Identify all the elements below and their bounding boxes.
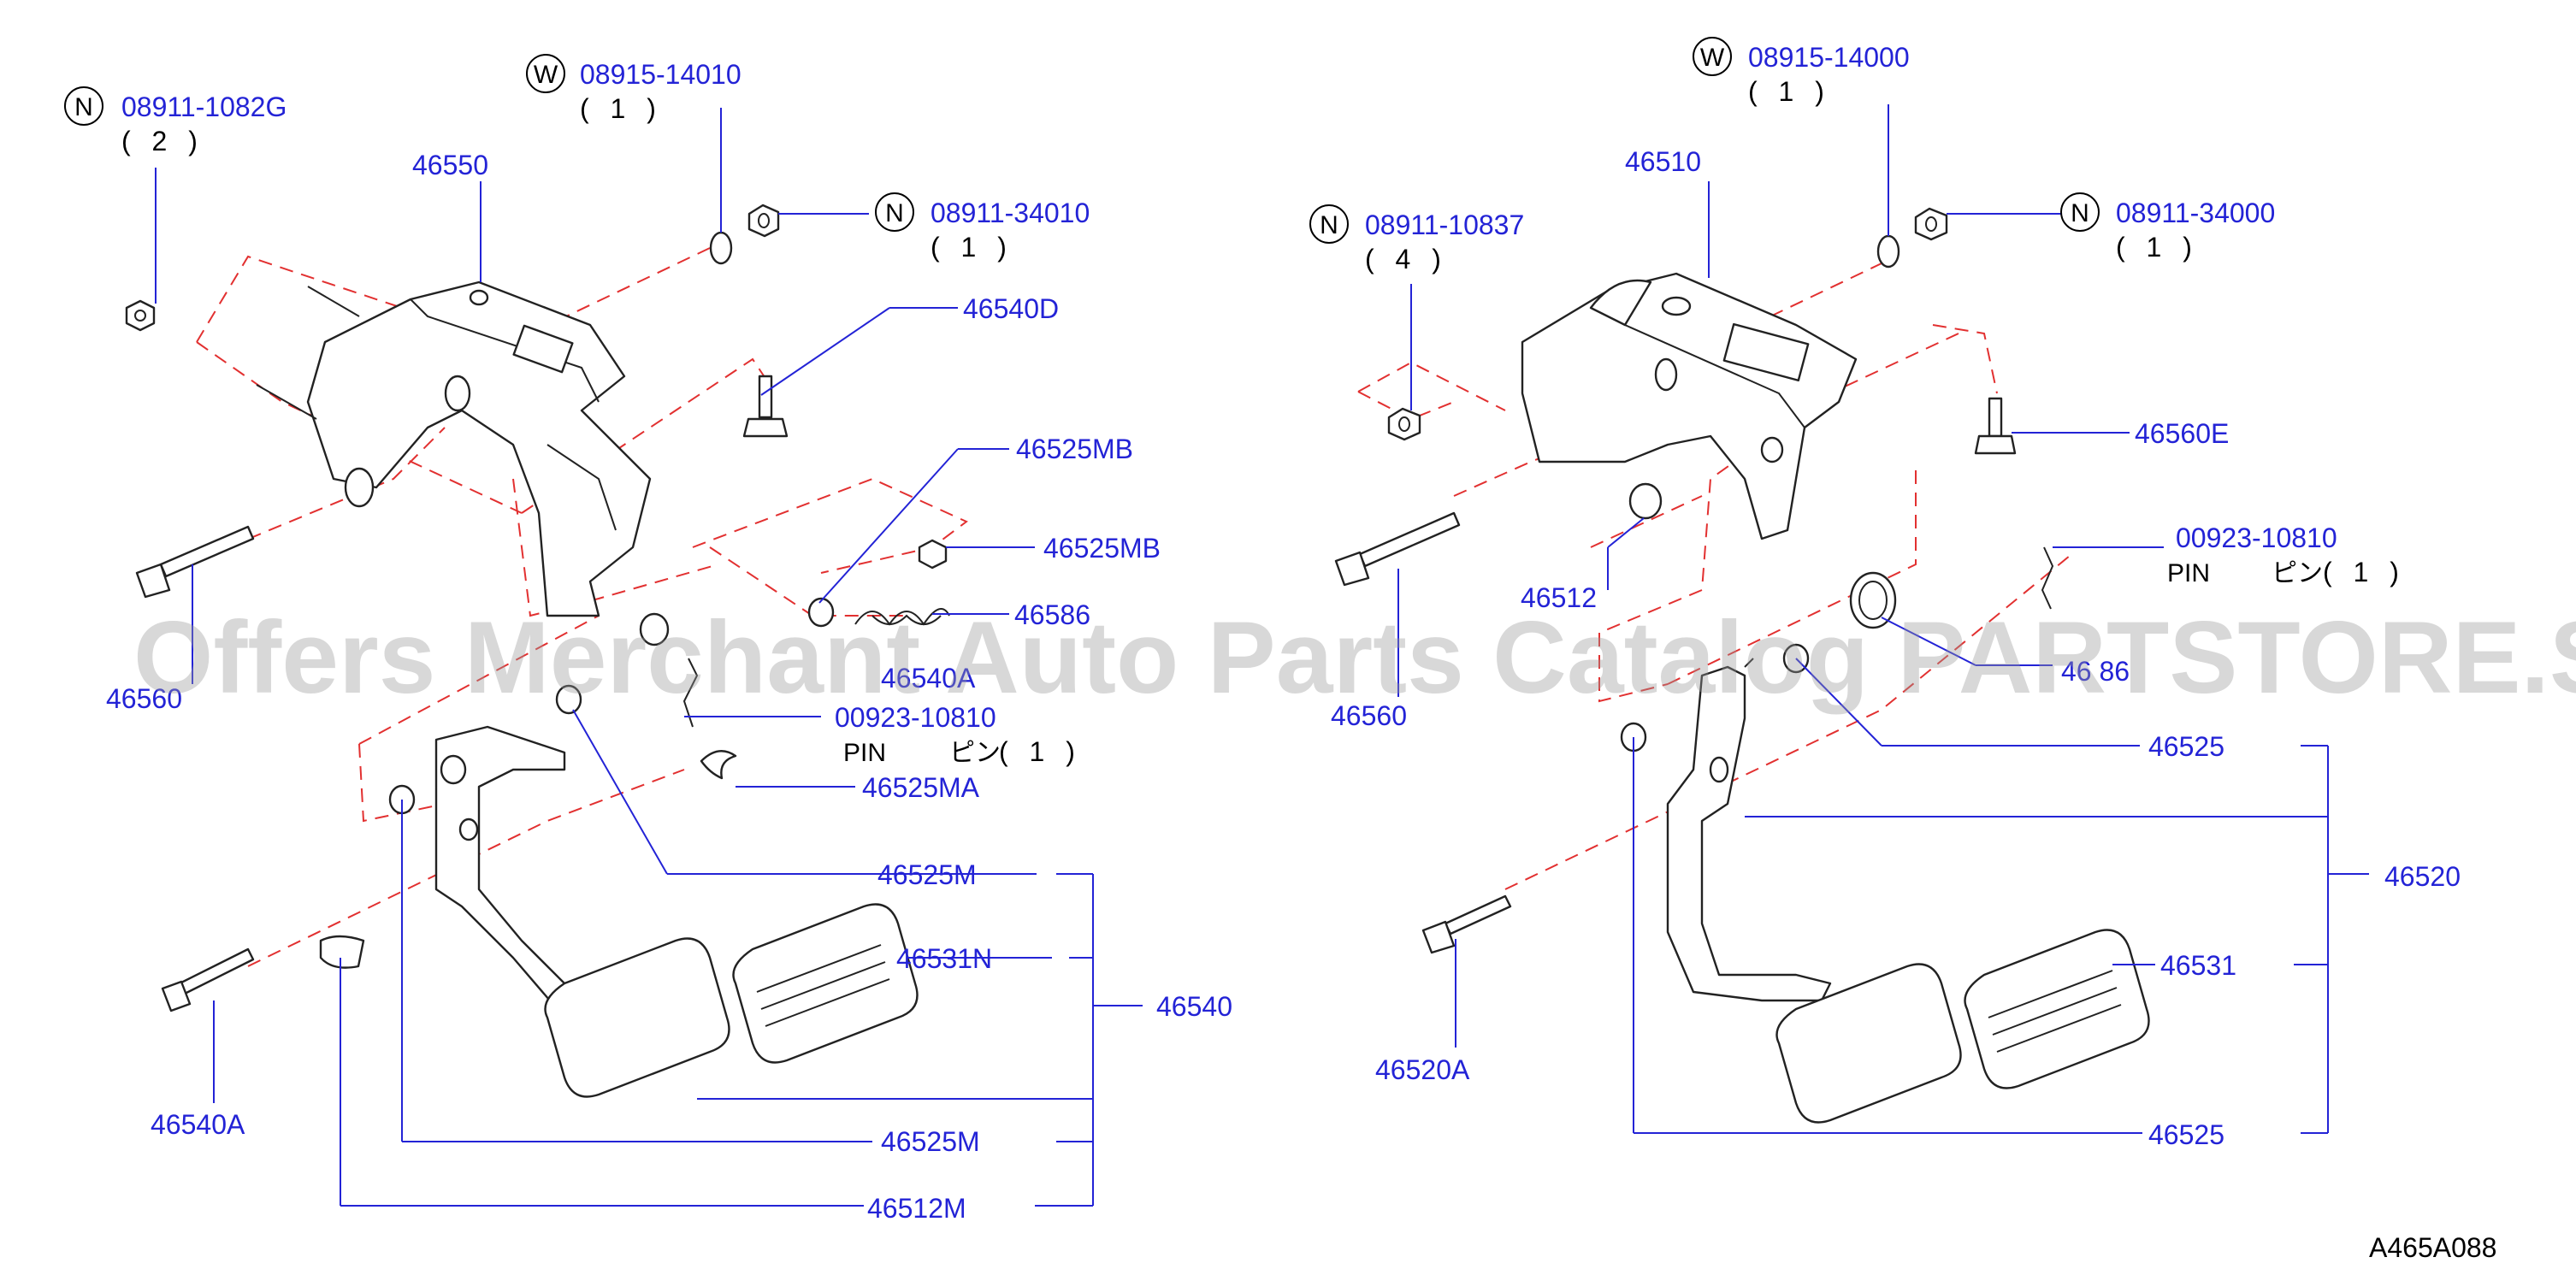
- nut-symbol-right-1: N: [1320, 211, 1338, 239]
- qty-08911-34000: ( 1 ): [2116, 232, 2199, 263]
- bolt-46560E: [1974, 397, 2017, 455]
- bolt-46560: [135, 525, 255, 599]
- label-08911-1082G: 08911-1082G: [121, 91, 287, 122]
- bushing-46512: [1628, 482, 1663, 520]
- pin-text-right: PIN: [2167, 559, 2210, 587]
- qty-08915-14000: ( 1 ): [1748, 76, 1831, 107]
- label-46525MB-b: 46525MB: [1043, 533, 1161, 564]
- leader-lines-right: [1397, 104, 2369, 1134]
- label-46520: 46520: [2384, 861, 2461, 892]
- nut-08911-34000: [1914, 207, 1948, 241]
- label-46512M: 46512M: [867, 1193, 966, 1224]
- nut-08911-34010: [747, 204, 780, 238]
- washer-08915-14010: [709, 231, 733, 265]
- label-46586: 46586: [1014, 599, 1090, 630]
- label-46525M-b: 46525M: [881, 1126, 980, 1157]
- pedal-bracket-46510: [1521, 272, 1858, 540]
- label-00923-10810-left: 00923-10810: [835, 702, 996, 733]
- assembly-lines-right: [1357, 263, 2071, 890]
- bushing-46525MB-a: [918, 539, 948, 570]
- leader-lines-left: [155, 108, 1143, 1207]
- label-46540A-hidden: 46540A: [881, 663, 976, 694]
- label-46525-b: 46525: [2148, 1119, 2224, 1150]
- washer-symbol-right: W: [1700, 44, 1725, 72]
- spring-46586-right: [1849, 571, 1897, 629]
- nut-symbol-circle-right-1: [1309, 204, 1349, 244]
- label-00923-10810-right: 00923-10810: [2176, 522, 2337, 553]
- label-46550: 46550: [412, 150, 488, 180]
- diagram-code: A465A088: [2369, 1232, 2496, 1263]
- qty-08911-34010: ( 1 ): [931, 232, 1013, 263]
- pin-jp-left: ピン: [949, 739, 1001, 767]
- qty-00923-10810-right: ( 1 ): [2323, 557, 2406, 587]
- pin-00923-10810-right: [2041, 546, 2054, 610]
- watermark: Offers Merchant Auto Parts Catalog PARTS…: [133, 600, 2576, 715]
- bolt-46520A: [1421, 894, 1512, 954]
- label-08911-34000: 08911-34000: [2116, 198, 2275, 228]
- label-46525MA: 46525MA: [862, 772, 980, 803]
- nut-08911-10837: [1387, 407, 1421, 441]
- pedal-pad-46531: [1964, 929, 2150, 1089]
- label-46560E: 46560E: [2135, 418, 2229, 449]
- bushing-left-mid: [555, 612, 670, 715]
- bolt-46560-right: [1334, 511, 1461, 587]
- pin-jp-right: ピン: [2272, 559, 2323, 587]
- label-46560-left: 46560: [106, 683, 182, 714]
- label-46520A: 46520A: [1375, 1054, 1470, 1085]
- label-46512: 46512: [1521, 582, 1597, 613]
- pedal-bracket-46550: [306, 280, 652, 617]
- label-46510: 46510: [1625, 146, 1701, 177]
- nut-symbol-left-2: N: [885, 199, 904, 227]
- nut-symbol-circle-right-2: [2060, 192, 2100, 232]
- nut-symbol-circle-left-2: [875, 192, 914, 232]
- label-08911-34010: 08911-34010: [931, 198, 1090, 228]
- label-46525MB-a: 46525MB: [1016, 434, 1133, 464]
- label-08915-14010: 08915-14010: [580, 59, 741, 90]
- qty-08911-1082G: ( 2 ): [121, 126, 204, 156]
- label-46540D: 46540D: [963, 293, 1059, 324]
- label-46560-right: 46560: [1331, 700, 1407, 731]
- spring-46586: [854, 608, 950, 626]
- label-46525M-a: 46525M: [877, 859, 977, 890]
- washer-symbol-circle-left: [526, 54, 565, 93]
- labels-left: N 08911-1082G ( 2 ) W 08915-14010 ( 1 ) …: [64, 54, 1232, 1224]
- label-46540A: 46540A: [151, 1109, 245, 1140]
- nut-symbol-left-1: N: [74, 93, 93, 121]
- nut-08911-1082G: [125, 299, 156, 332]
- washer-symbol-circle-right: [1693, 37, 1732, 76]
- pedal-arm-46540: [434, 725, 730, 1098]
- bolt-46540D: [742, 375, 789, 438]
- stopper-46512M: [319, 935, 365, 969]
- studs-left: [256, 286, 360, 420]
- label-46531: 46531: [2160, 950, 2236, 981]
- pedal-arm-46520: [1666, 658, 1962, 1124]
- pedal-pad-46531N: [732, 903, 919, 1064]
- nut-symbol-right-2: N: [2071, 199, 2089, 227]
- pin-00923-10810-left: [682, 658, 699, 728]
- washer-symbol-left: W: [534, 61, 558, 89]
- washer-08915-14000: [1876, 234, 1900, 269]
- label-46540: 46540: [1156, 991, 1232, 1022]
- label-46531N: 46531N: [896, 943, 992, 974]
- labels-right: W 08915-14000 ( 1 ) 46510 N 08911-10837 …: [1309, 37, 2461, 1150]
- label-08911-10837: 08911-10837: [1365, 210, 1524, 240]
- label-46586-right: 46 86: [2061, 656, 2130, 687]
- qty-00923-10810-left: ( 1 ): [999, 736, 1082, 767]
- bushing-46525MB-b: [807, 597, 835, 628]
- label-08915-14000: 08915-14000: [1748, 42, 1910, 73]
- nut-symbol-circle-left-1: [64, 86, 103, 126]
- clip-46525MA: [700, 750, 737, 780]
- label-46525-a: 46525: [2148, 731, 2224, 762]
- pin-text-left: PIN: [843, 739, 886, 767]
- qty-08911-10837: ( 4 ): [1365, 244, 1448, 274]
- qty-08915-14010: ( 1 ): [580, 93, 663, 124]
- bolt-46540A: [161, 947, 255, 1012]
